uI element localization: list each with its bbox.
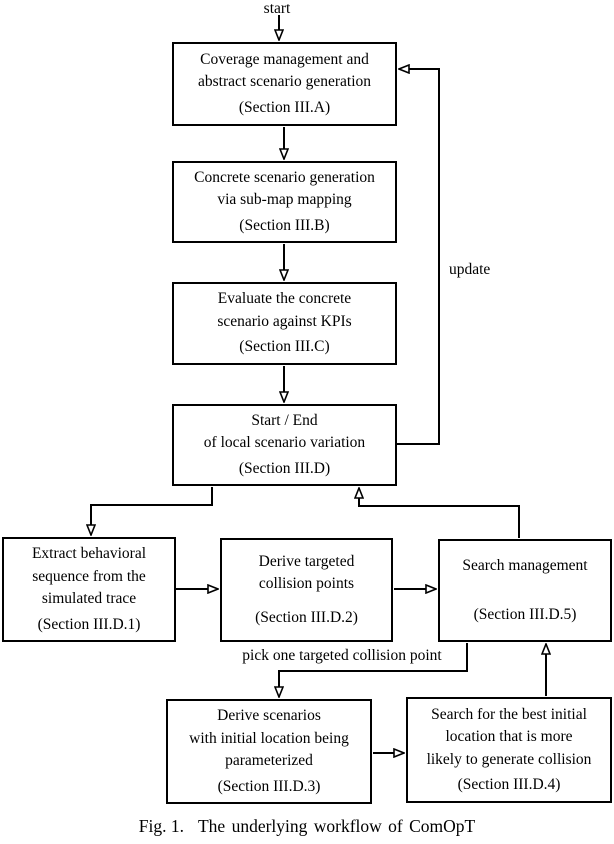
node-line: Search for the best initial [431, 705, 587, 723]
node-line: Derive scenarios [217, 707, 321, 724]
figure-caption-tag: Fig. 1. [138, 816, 184, 836]
node-line: Start / End [251, 411, 318, 429]
node-derive-scenarios-parameterized: Derive scenarios with initial location b… [166, 699, 372, 804]
node-line: abstract scenario generation [198, 73, 371, 91]
node-coverage-management: Coverage management and abstract scenari… [172, 42, 397, 126]
node-concrete-scenario: Concrete scenario generation via sub-map… [172, 161, 397, 243]
node-line: sequence from the [32, 567, 146, 585]
node-line: via sub-map mapping [217, 191, 352, 209]
node-section-ref: (Section III.D) [238, 459, 331, 477]
node-section-ref: (Section III.D.5) [473, 606, 577, 623]
node-line: parameterized [225, 752, 313, 769]
arrow-update-loop [397, 69, 440, 445]
update-label: update [449, 261, 491, 278]
node-derive-collision-points: Derive targeted collision points (Sectio… [220, 538, 393, 642]
arrow-searchmgmt-to-startend [359, 488, 520, 538]
node-line: Coverage management and [200, 50, 369, 68]
node-section-ref: (Section III.D.2) [255, 608, 358, 626]
figure-caption: Fig. 1. The underlying workflow of ComOpT [0, 815, 614, 837]
node-section-ref: (Section III.C) [239, 338, 330, 356]
node-line: location that is more [445, 728, 573, 745]
node-line: Evaluate the concrete [217, 290, 352, 308]
start-label: start [263, 0, 291, 17]
node-evaluate-kpis: Evaluate the concrete scenario against K… [172, 282, 397, 365]
pick-collision-label: pick one targeted collision point [242, 647, 442, 664]
node-start-end-variation: Start / End of local scenario variation … [172, 404, 397, 486]
node-search-management: Search management (Section III.D.5) [438, 539, 612, 642]
node-extract-behavioral: Extract behavioral sequence from the sim… [2, 537, 176, 642]
node-line: scenario against KPIs [217, 312, 352, 330]
node-line: Search management [462, 556, 588, 574]
node-line: collision points [258, 575, 355, 593]
node-section-ref: (Section III.D.1) [37, 615, 141, 633]
arrow-startend-to-extract [91, 487, 213, 535]
figure-caption-text: The underlying workflow of ComOpT [197, 816, 476, 836]
node-line: of local scenario variation [203, 434, 366, 452]
node-search-best-initial-location: Search for the best initial location tha… [406, 697, 612, 803]
node-line: with initial location being [189, 729, 349, 747]
node-section-ref: (Section III.A) [238, 98, 331, 116]
node-line: Extract behavioral [31, 545, 147, 562]
node-section-ref: (Section III.D.4) [457, 776, 561, 793]
node-line: Concrete scenario generation [194, 168, 375, 186]
node-section-ref: (Section III.D.3) [217, 777, 321, 795]
node-line: likely to generate collision [426, 750, 592, 768]
node-line: Derive targeted [258, 552, 355, 570]
node-section-ref: (Section III.B) [239, 216, 330, 234]
node-line: simulated trace [41, 590, 137, 607]
